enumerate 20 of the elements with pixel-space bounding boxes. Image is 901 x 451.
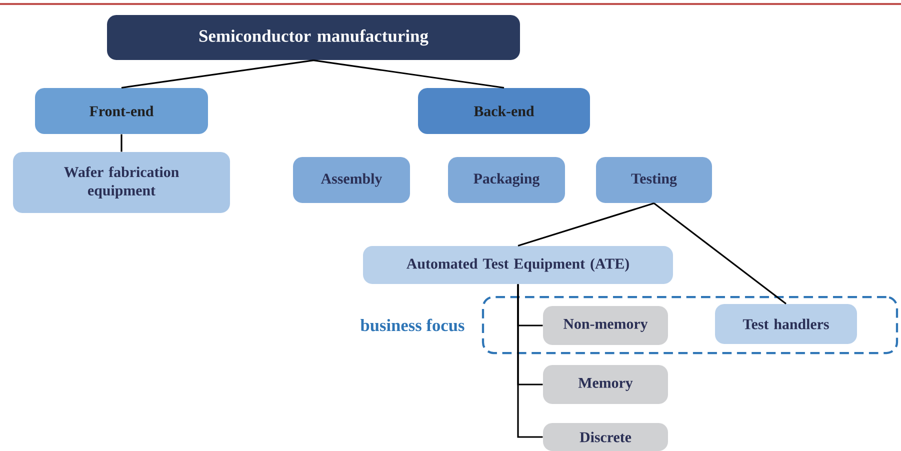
category-box: Back-end xyxy=(418,88,590,134)
connector xyxy=(654,202,786,304)
connector xyxy=(120,134,122,152)
product-box: Test handlers xyxy=(715,304,857,344)
product-box: Non-memory xyxy=(543,306,668,345)
title-box: Semiconductor manufacturing xyxy=(107,15,520,60)
category-box: Front-end xyxy=(35,88,208,134)
connector xyxy=(313,59,504,89)
product-box: Memory xyxy=(543,365,668,404)
focus-region xyxy=(482,296,898,354)
product-box: Discrete xyxy=(543,423,668,451)
process-box: Packaging xyxy=(448,157,565,203)
process-box: Automated Test Equipment (ATE) xyxy=(363,246,673,284)
process-box: Wafer fabrication equipment xyxy=(13,152,230,213)
connector xyxy=(518,202,654,246)
region-label: business focus xyxy=(360,318,464,332)
connector xyxy=(121,59,314,89)
process-box: Testing xyxy=(596,157,712,203)
connector xyxy=(517,284,543,438)
process-box: Assembly xyxy=(293,157,410,203)
